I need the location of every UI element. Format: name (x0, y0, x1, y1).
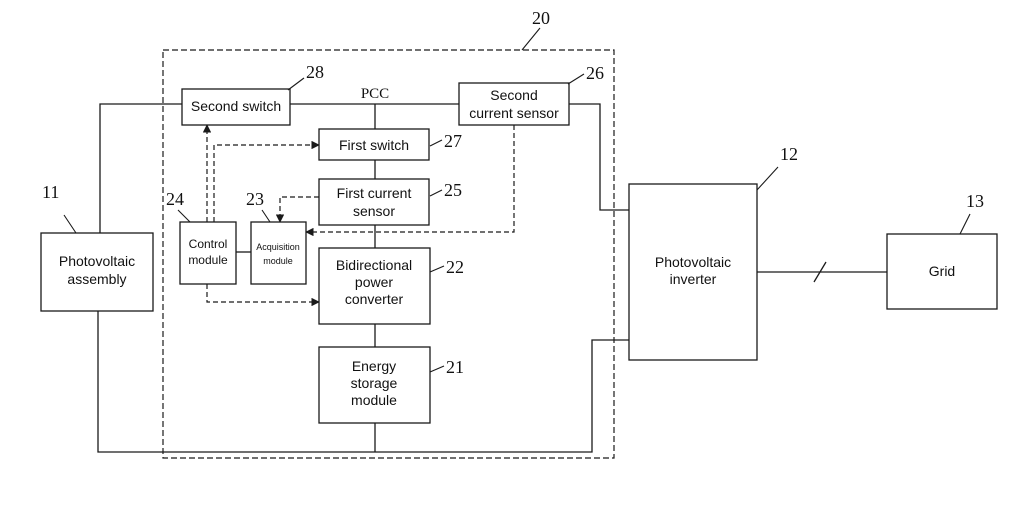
signal-control-to-converter (207, 284, 319, 302)
second-switch-block: Second switch (182, 89, 290, 125)
acquisition-module-block: Acquisition module (251, 222, 306, 284)
second-current-sensor-block: Second current sensor (459, 83, 569, 125)
second-current-sensor-label-2: current sensor (469, 105, 559, 121)
leader-11 (64, 215, 76, 233)
second-switch-label: Second switch (191, 98, 281, 114)
energy-storage-module-label-2: storage (351, 375, 398, 391)
ref-numeral-24: 24 (166, 189, 184, 209)
leader-12 (757, 167, 778, 190)
leader-28 (288, 78, 304, 90)
first-current-sensor-label-1: First current (337, 185, 412, 201)
bidirectional-power-converter-block: Bidirectional power converter (319, 248, 430, 324)
grid-label: Grid (929, 263, 955, 279)
first-switch-label: First switch (339, 137, 409, 153)
ref-numeral-20: 20 (532, 8, 550, 28)
bidirectional-power-converter-label-2: power (355, 274, 393, 290)
grid-block: Grid (887, 234, 997, 309)
first-current-sensor-label-2: sensor (353, 203, 395, 219)
leader-13 (960, 214, 970, 234)
wire-sensor-to-inverter (569, 104, 629, 210)
first-switch-block: First switch (319, 129, 429, 160)
signal-sensor1-to-acquisition (280, 197, 319, 222)
leader-26 (568, 74, 584, 84)
leader-21 (430, 366, 444, 372)
control-module-label-1: Control (189, 237, 228, 251)
ref-numeral-27: 27 (444, 131, 462, 151)
energy-storage-module-label-3: module (351, 392, 397, 408)
leader-22 (430, 266, 444, 272)
pcc-label: PCC (361, 86, 389, 102)
photovoltaic-assembly-label-2: assembly (67, 271, 126, 287)
photovoltaic-inverter-block: Photovoltaic inverter (629, 184, 757, 360)
photovoltaic-assembly-label-1: Photovoltaic (59, 253, 135, 269)
leader-23 (262, 210, 270, 222)
ref-numeral-21: 21 (446, 357, 464, 377)
energy-storage-module-block: Energy storage module (319, 347, 430, 423)
first-current-sensor-block: First current sensor (319, 179, 429, 225)
bidirectional-power-converter-label-3: converter (345, 291, 404, 307)
acquisition-module-label-2: module (263, 256, 293, 266)
energy-storage-module-label-1: Energy (352, 358, 396, 374)
wire-pv-to-second-switch (100, 104, 182, 233)
ref-numeral-26: 26 (586, 63, 604, 83)
acquisition-module-label-1: Acquisition (256, 242, 300, 252)
control-module-label-2: module (188, 253, 228, 267)
ref-numeral-13: 13 (966, 191, 984, 211)
leader-25 (430, 190, 442, 196)
leader-20 (522, 28, 540, 50)
ref-numeral-28: 28 (306, 62, 324, 82)
ref-numeral-23: 23 (246, 189, 264, 209)
control-module-block: Control module (180, 222, 236, 284)
photovoltaic-inverter-label-2: inverter (670, 271, 717, 287)
ref-numeral-11: 11 (42, 182, 59, 202)
leader-24 (178, 210, 190, 222)
photovoltaic-assembly-block: Photovoltaic assembly (41, 233, 153, 311)
bidirectional-power-converter-label-1: Bidirectional (336, 257, 412, 273)
signal-control-to-first-switch (214, 145, 319, 222)
second-current-sensor-label-1: Second (490, 87, 537, 103)
leader-27 (430, 140, 442, 146)
ref-numeral-25: 25 (444, 180, 462, 200)
ref-numeral-22: 22 (446, 257, 464, 277)
ref-numeral-12: 12 (780, 144, 798, 164)
photovoltaic-inverter-label-1: Photovoltaic (655, 254, 731, 270)
